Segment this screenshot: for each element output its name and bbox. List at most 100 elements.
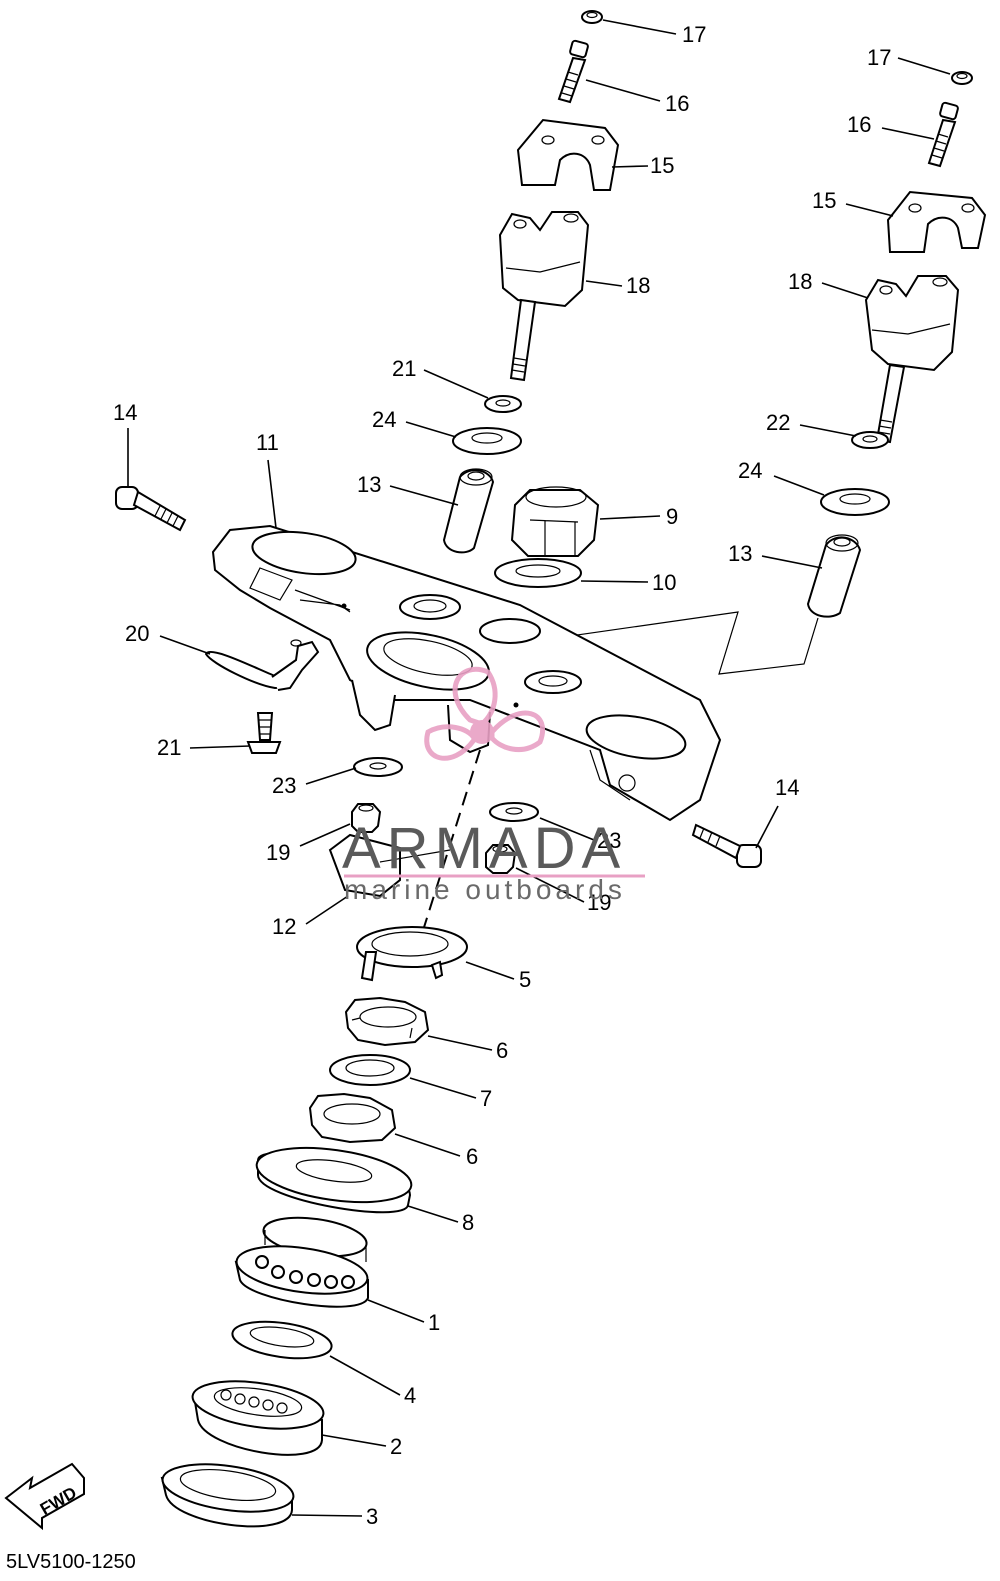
callout-label-24: 24 [738, 458, 762, 483]
part-19-nut-right [485, 844, 517, 874]
callout-label-3: 3 [366, 1504, 378, 1529]
leader-line-20 [159, 635, 211, 655]
callout-label-11: 11 [256, 430, 279, 455]
part-17-cap-right [951, 71, 973, 85]
leader-line-14 [755, 805, 779, 849]
leader-line-10 [580, 580, 649, 583]
callout-label-16: 16 [847, 112, 871, 137]
callout-label-17: 17 [867, 45, 891, 70]
leader-line-22 [799, 424, 857, 437]
leader-lines [127, 19, 951, 1517]
part-13-collar-right [806, 534, 862, 618]
part-10-washer [494, 558, 582, 588]
part-16-bolt-left [557, 39, 589, 104]
part-14-bolt-right [691, 823, 762, 868]
part-21-bolt-small [246, 712, 282, 754]
leader-line-11 [267, 459, 277, 529]
part-7-washer [329, 1054, 411, 1086]
callout-label-1: 1 [428, 1310, 440, 1335]
leader-line-15 [845, 203, 894, 217]
parts-artwork: FWD [4, 10, 987, 1531]
callout-label-21: 21 [392, 356, 416, 381]
callout-label-18: 18 [788, 269, 812, 294]
callout-label-13: 13 [728, 541, 752, 566]
part-24-damper-left [452, 427, 522, 455]
callout-label-14: 14 [113, 400, 137, 425]
leader-line-6 [427, 1035, 493, 1051]
leader-line-21 [423, 369, 489, 399]
part-9-nut [510, 486, 600, 557]
callout-label-19: 19 [266, 840, 290, 865]
callout-label-22: 22 [766, 410, 790, 435]
watermark-tagline: marine outboards [344, 874, 626, 905]
leader-line-1 [367, 1299, 425, 1323]
leader-line-19 [299, 823, 351, 847]
part-16-bolt-right [927, 101, 959, 168]
part-23-damper-left [353, 757, 403, 777]
part-23-damper-right [489, 802, 539, 822]
part-18-holder-left [498, 211, 590, 382]
leader-line-13 [761, 555, 823, 569]
leader-line-24 [405, 421, 457, 438]
callout-label-4: 4 [404, 1383, 416, 1408]
part-19-nut-left [351, 803, 382, 833]
callout-label-12: 12 [272, 914, 296, 939]
leader-line-23 [539, 817, 595, 841]
part-4-race [231, 1320, 333, 1360]
part-6-ring-nut-upper [344, 996, 430, 1047]
leader-line-7 [409, 1077, 477, 1099]
part-21-washer-top [484, 395, 522, 413]
part-12-plate [328, 833, 451, 898]
drawing-code: 5LV5100-1250 [6, 1551, 136, 1573]
callout-label-10: 10 [652, 570, 676, 595]
callout-label-8: 8 [462, 1210, 474, 1235]
watermark: ARMADA marine outboards [342, 666, 645, 905]
part-13-collar-left [442, 468, 495, 554]
part-17-cap-left [581, 10, 603, 24]
leader-line-5 [465, 961, 515, 980]
part-3-seal [160, 1463, 295, 1528]
callout-label-17: 17 [682, 22, 706, 47]
part-22-washer-right [851, 431, 889, 449]
callout-label-24: 24 [372, 407, 396, 432]
leader-line-12 [305, 895, 349, 925]
leader-line-17 [602, 19, 677, 35]
leader-line-24 [773, 475, 825, 496]
fwd-arrow-icon: FWD [4, 1462, 85, 1531]
callout-label-19: 19 [587, 890, 611, 915]
part-14-bolt-left [115, 486, 187, 532]
callout-label-23: 23 [272, 773, 296, 798]
callout-label-14: 14 [775, 775, 799, 800]
callout-label-5: 5 [519, 967, 531, 992]
leader-line-23 [305, 767, 357, 785]
propeller-logo-icon [424, 666, 545, 761]
part-15-clamp-right [886, 190, 987, 253]
leader-line-16 [585, 79, 661, 102]
callout-label-15: 15 [812, 188, 836, 213]
leader-line-18 [585, 280, 623, 287]
part-1-bearing [234, 1216, 369, 1308]
callout-label-6: 6 [466, 1144, 478, 1169]
steering-axis-line [419, 749, 481, 941]
callout-label-2: 2 [390, 1434, 402, 1459]
callout-label-13: 13 [357, 472, 381, 497]
part-18-holder-right [864, 275, 960, 444]
callout-labels: 1716151817161518212413910222413141120212… [113, 22, 891, 1529]
part-24-damper-right [820, 488, 890, 516]
callout-label-6: 6 [496, 1038, 508, 1063]
part-6-ring-nut-lower [308, 1092, 397, 1144]
leader-line-13 [389, 485, 459, 506]
part-8-bearing-cover [255, 1146, 413, 1214]
callout-label-21: 21 [157, 735, 181, 760]
leader-line-15 [611, 165, 649, 168]
callout-label-20: 20 [125, 621, 149, 646]
callout-label-16: 16 [665, 91, 689, 116]
leader-line-4 [329, 1355, 401, 1396]
leader-line-9 [599, 515, 661, 520]
leader-line-2 [321, 1434, 387, 1447]
callout-label-23: 23 [597, 828, 621, 853]
leader-line-17 [897, 57, 951, 75]
leader-line-21 [189, 745, 251, 749]
callout-label-9: 9 [666, 504, 678, 529]
